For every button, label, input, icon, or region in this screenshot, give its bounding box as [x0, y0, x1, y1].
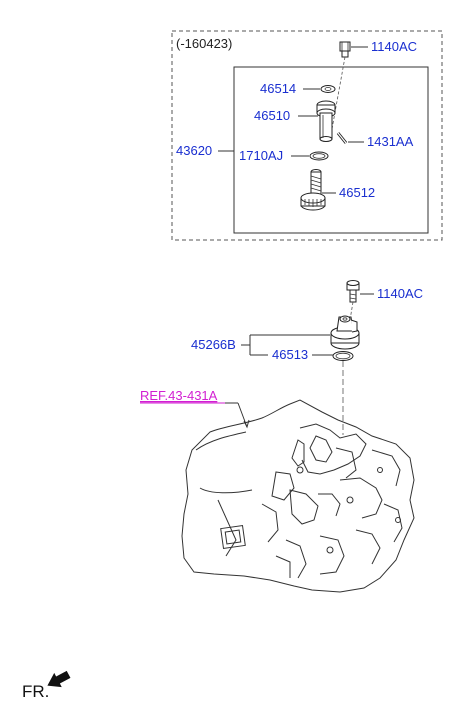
seal-drawing [332, 351, 354, 361]
oring-drawing [309, 151, 329, 161]
transmission-housing-drawing [181, 399, 415, 593]
callout-43620[interactable]: 43620 [176, 143, 212, 158]
date-note: (-160423) [176, 36, 232, 51]
lower-group: 1140AC 45266B 46513 REF.43-431A [140, 280, 423, 593]
callout-1710AJ[interactable]: 1710AJ [239, 148, 283, 163]
callout-1431AA[interactable]: 1431AA [367, 134, 414, 149]
dashed-boundary [171, 30, 443, 241]
washer-drawing [320, 85, 336, 93]
assembly-box [233, 66, 429, 234]
sleeve-drawing [316, 100, 336, 142]
callout-46510[interactable]: 46510 [254, 108, 290, 123]
ref-link-43-431A[interactable]: REF.43-431A [140, 388, 218, 403]
callout-46513[interactable]: 46513 [272, 347, 308, 362]
callout-1140AC-lower[interactable]: 1140AC [377, 286, 423, 301]
callout-45266B[interactable]: 45266B [191, 337, 236, 352]
lower-bolt-drawing [346, 280, 360, 321]
callout-1140AC-upper[interactable]: 1140AC [371, 39, 417, 54]
callout-46514[interactable]: 46514 [260, 81, 296, 96]
front-direction-indicator: FR. [22, 670, 71, 701]
gear-drawing [300, 169, 326, 211]
front-arrow-icon [47, 670, 71, 688]
upper-group: (-160423) 1140AC 46514 46510 [171, 30, 443, 241]
pin-drawing [336, 132, 348, 144]
fr-label: FR. [22, 682, 49, 701]
sensor-drawing [330, 315, 360, 350]
callout-46512[interactable]: 46512 [339, 185, 375, 200]
